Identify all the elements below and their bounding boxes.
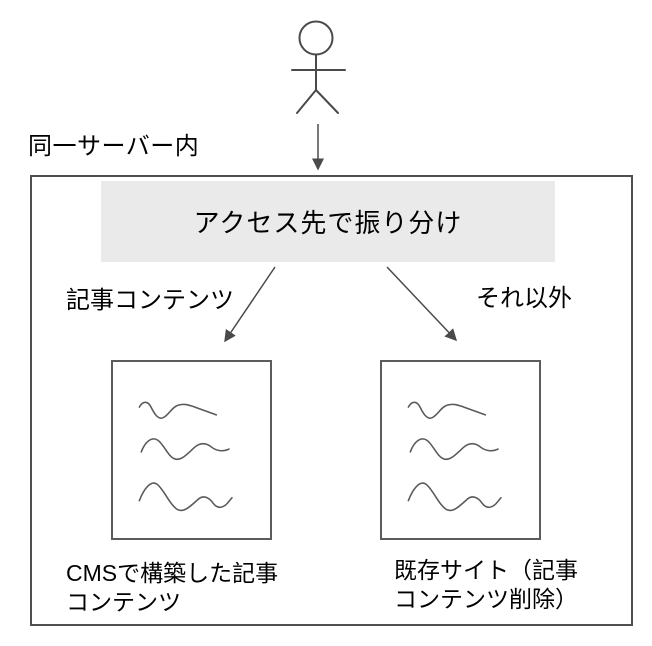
wavy-line-3: [138, 482, 233, 512]
router-box-label: アクセス先で振り分け: [193, 208, 463, 238]
wavy-line-1: [407, 401, 487, 419]
wavy-line-1: [138, 401, 218, 419]
actor-head: [298, 20, 334, 56]
server-boundary-box: [30, 175, 633, 626]
wavy-text-lines-icon: [407, 401, 502, 512]
existing-site-label: 既存サイト（記事 コンテンツ削除）: [394, 557, 578, 612]
branch-condition-other-label: それ以外: [476, 285, 572, 312]
wavy-line-2: [140, 438, 230, 461]
cms-content-box: [111, 360, 272, 540]
router-box: アクセス先で振り分け: [101, 181, 555, 262]
stick-figure-user-icon: [291, 20, 346, 114]
actor-leg-left: [296, 89, 317, 114]
server-scope-label: 同一サーバー内: [28, 133, 200, 160]
wavy-line-3: [407, 482, 502, 512]
cms-content-label: CMSで構築した記事 コンテンツ: [66, 560, 279, 615]
actor-leg-right: [315, 89, 339, 114]
wavy-text-lines-icon: [138, 401, 233, 512]
existing-site-box: [380, 360, 541, 540]
branch-condition-article-label: 記事コンテンツ: [66, 287, 234, 314]
wavy-line-2: [409, 438, 499, 461]
